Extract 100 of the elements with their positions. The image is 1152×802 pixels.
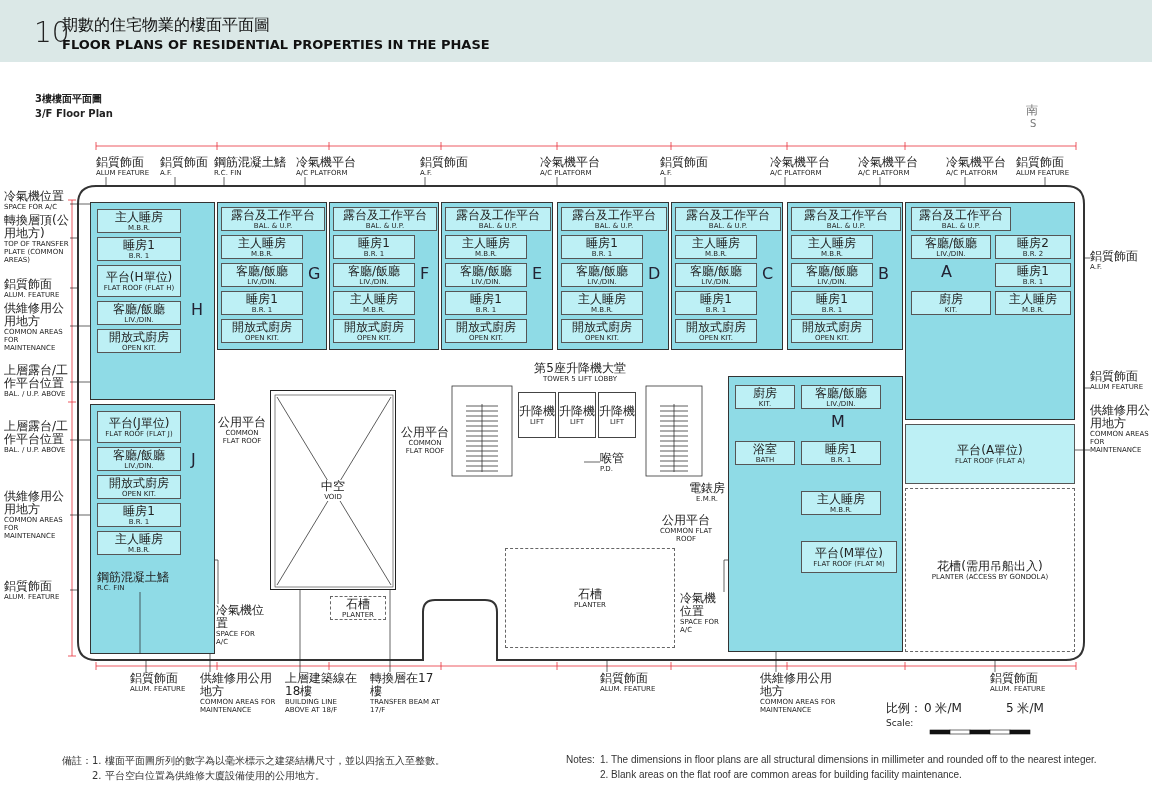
room-name: 睡房1	[470, 292, 502, 306]
callout-label: 供維修用公用地方	[4, 302, 65, 328]
leader-line	[964, 176, 966, 187]
leader-line	[389, 589, 391, 673]
flat-area	[441, 202, 553, 350]
callout-label: 供維修用公用地方	[1090, 404, 1150, 430]
room-area	[735, 441, 795, 465]
room-area	[791, 319, 873, 343]
room-area	[97, 503, 181, 527]
room-area	[801, 385, 881, 409]
callout-label: 鋼筋混凝土鰭	[97, 571, 170, 584]
leader-line	[105, 176, 107, 187]
room-name: 平台(A單位)	[957, 443, 1023, 457]
room-area	[675, 235, 757, 259]
leader-line	[69, 325, 91, 327]
room-area	[445, 291, 527, 315]
leader-line	[69, 589, 79, 591]
room-area	[561, 319, 643, 343]
room-name: 主人睡房	[578, 292, 626, 306]
room-area	[333, 263, 415, 287]
callout-label: 鋁質飾面	[130, 672, 179, 685]
room-area	[445, 263, 527, 287]
area-label: 第5座升降機大堂	[534, 361, 626, 375]
room-area	[333, 319, 415, 343]
void-area	[270, 390, 396, 590]
callout-label: 冷氣機平台	[770, 156, 831, 169]
room-name: 廚房	[939, 292, 963, 306]
flat-letter: G	[308, 265, 321, 282]
planter-area	[330, 596, 386, 620]
leader-line	[556, 176, 558, 187]
room-area	[791, 235, 873, 259]
leader-line	[664, 176, 666, 187]
callout-label: 鋁質飾面	[4, 580, 53, 593]
area-label: 電錶房	[689, 481, 725, 495]
room-name: 睡房1	[246, 292, 278, 306]
callout-label: 鋁質飾面	[600, 672, 649, 685]
room-area	[97, 531, 181, 555]
note-text: 1. The dimensions in floor plans are all structural dimensions in millimeter and rounded off to the nearest integer.	[600, 754, 1097, 765]
room-area	[801, 491, 881, 515]
room-area	[911, 207, 1011, 231]
callout-label: 鋁質飾面	[1090, 250, 1139, 263]
callout-label: 冷氣機平台	[946, 156, 1007, 169]
flat-letter: B	[878, 265, 889, 282]
callout-label: 鋁質飾面	[1016, 156, 1065, 169]
room-area	[801, 441, 881, 465]
room-name: 睡房1	[1017, 264, 1049, 278]
room-name: 主人睡房	[462, 236, 510, 250]
callout-label: 鋁質飾面	[160, 156, 209, 169]
callout-label: 鋼筋混凝土鰭	[214, 156, 287, 169]
room-area	[221, 235, 303, 259]
scale-label: 比例：	[886, 700, 922, 717]
callout-label: 鋁質飾面	[990, 672, 1039, 685]
room-name: 開放式廚房	[344, 320, 404, 334]
room-name: 廚房	[753, 386, 777, 400]
scale-label: 0 米/M	[924, 700, 962, 717]
area-label: 公用平台	[218, 415, 266, 429]
flat-letter: M	[831, 413, 845, 430]
compass-label: S	[1030, 118, 1037, 129]
leader-line	[139, 591, 141, 655]
lift-shaft	[558, 392, 596, 438]
room-name: 開放式廚房	[109, 476, 169, 490]
room-area	[995, 291, 1071, 315]
room-area	[561, 207, 667, 231]
room-name: 浴室	[753, 442, 777, 456]
callout-label: 上層露台/工作平台位置	[4, 420, 70, 446]
room-area	[333, 291, 415, 315]
room-area	[791, 207, 901, 231]
callout-label: 冷氣機位置	[216, 604, 265, 630]
planter-area	[505, 548, 675, 648]
room-name: 開放式廚房	[802, 320, 862, 334]
callout-label: 冷氣機位置	[680, 592, 717, 618]
room-name: 露台及工作平台	[456, 208, 540, 222]
room-area	[561, 235, 643, 259]
planter-area	[905, 488, 1075, 652]
plan-title: 3樓樓面平面圖	[35, 92, 102, 106]
room-name: 露台及工作平台	[343, 208, 427, 222]
area-label: 公用平台	[662, 513, 710, 527]
callout-label: 供維修用公用地方	[760, 672, 833, 698]
room-area	[791, 291, 873, 315]
room-area	[905, 424, 1075, 484]
room-area	[97, 329, 181, 353]
flat-letter: D	[648, 265, 661, 282]
room-name: 客廳/飯廳	[112, 302, 165, 316]
lift-shaft	[518, 392, 556, 438]
flat-area	[728, 376, 903, 652]
leader-line	[1083, 257, 1091, 259]
flat-letter: C	[762, 265, 774, 282]
room-area	[333, 235, 415, 259]
room-area	[97, 475, 181, 499]
room-area	[97, 301, 181, 325]
leader-line	[775, 651, 777, 673]
room-name: 睡房1	[816, 292, 848, 306]
callout-label: 上層建築線在18樓	[285, 672, 358, 698]
area-label: 石槽	[578, 587, 602, 601]
callout-label: 喉管	[600, 452, 625, 465]
room-area	[675, 319, 757, 343]
callout-label: 冷氣機平台	[540, 156, 601, 169]
room-name: 開放式廚房	[232, 320, 292, 334]
room-name: 客廳/飯廳	[347, 264, 400, 278]
room-name: 開放式廚房	[109, 330, 169, 344]
